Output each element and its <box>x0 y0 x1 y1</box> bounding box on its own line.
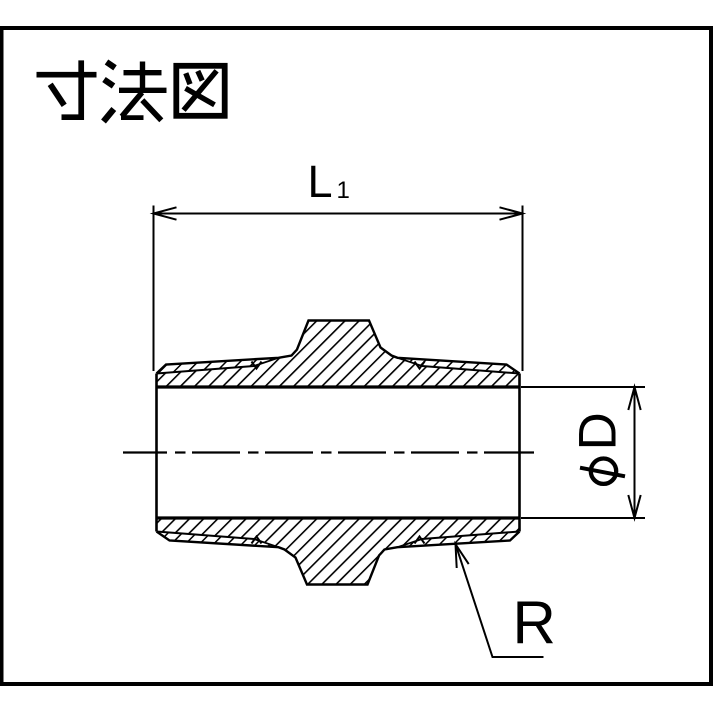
hatch-top-main <box>156 320 520 388</box>
dimension-diameter <box>521 383 645 522</box>
outline-bottom-profile <box>155 530 521 586</box>
leader-thread <box>454 540 544 658</box>
body-outline <box>155 319 521 586</box>
length-label-subscript: 1 <box>337 177 350 204</box>
glyph-sun <box>36 60 97 121</box>
title-glyphs <box>36 59 228 124</box>
thread-tick-bottom-right <box>413 534 426 545</box>
glyph-zu <box>173 62 228 119</box>
root-line-top-left <box>156 365 255 375</box>
leader-line <box>454 543 544 658</box>
thread-label: R <box>513 590 556 657</box>
arrowhead-down <box>627 494 642 522</box>
leader-arrowhead <box>454 540 470 569</box>
root-line-bottom-left <box>156 530 255 540</box>
hatch-bottom-main <box>156 517 520 585</box>
outer-border <box>0 26 713 686</box>
thread-tick-bottom-left <box>250 534 263 545</box>
thread-tick-top-right <box>413 360 426 371</box>
root-line-top-right <box>421 365 520 375</box>
length-label: L <box>308 156 333 207</box>
thread-tick-top-left <box>250 360 263 371</box>
diameter-label: D <box>569 412 628 487</box>
hatch-top-strip-right <box>397 357 520 374</box>
section-hatching <box>156 320 520 585</box>
arrowhead-left <box>149 206 177 221</box>
phi-symbol-icon <box>579 456 626 487</box>
glyph-hou <box>101 59 167 124</box>
arrowhead-right <box>499 206 527 221</box>
dimension-length <box>149 205 527 371</box>
hatch-bottom-strip-right <box>397 531 520 548</box>
outline-top-profile <box>155 319 521 375</box>
root-line-bottom-right <box>421 530 520 540</box>
diameter-letter: D <box>569 412 628 450</box>
hatch-bottom-strip-left <box>156 531 279 548</box>
arrowhead-up <box>627 383 642 411</box>
hatch-top-strip-left <box>156 357 279 374</box>
